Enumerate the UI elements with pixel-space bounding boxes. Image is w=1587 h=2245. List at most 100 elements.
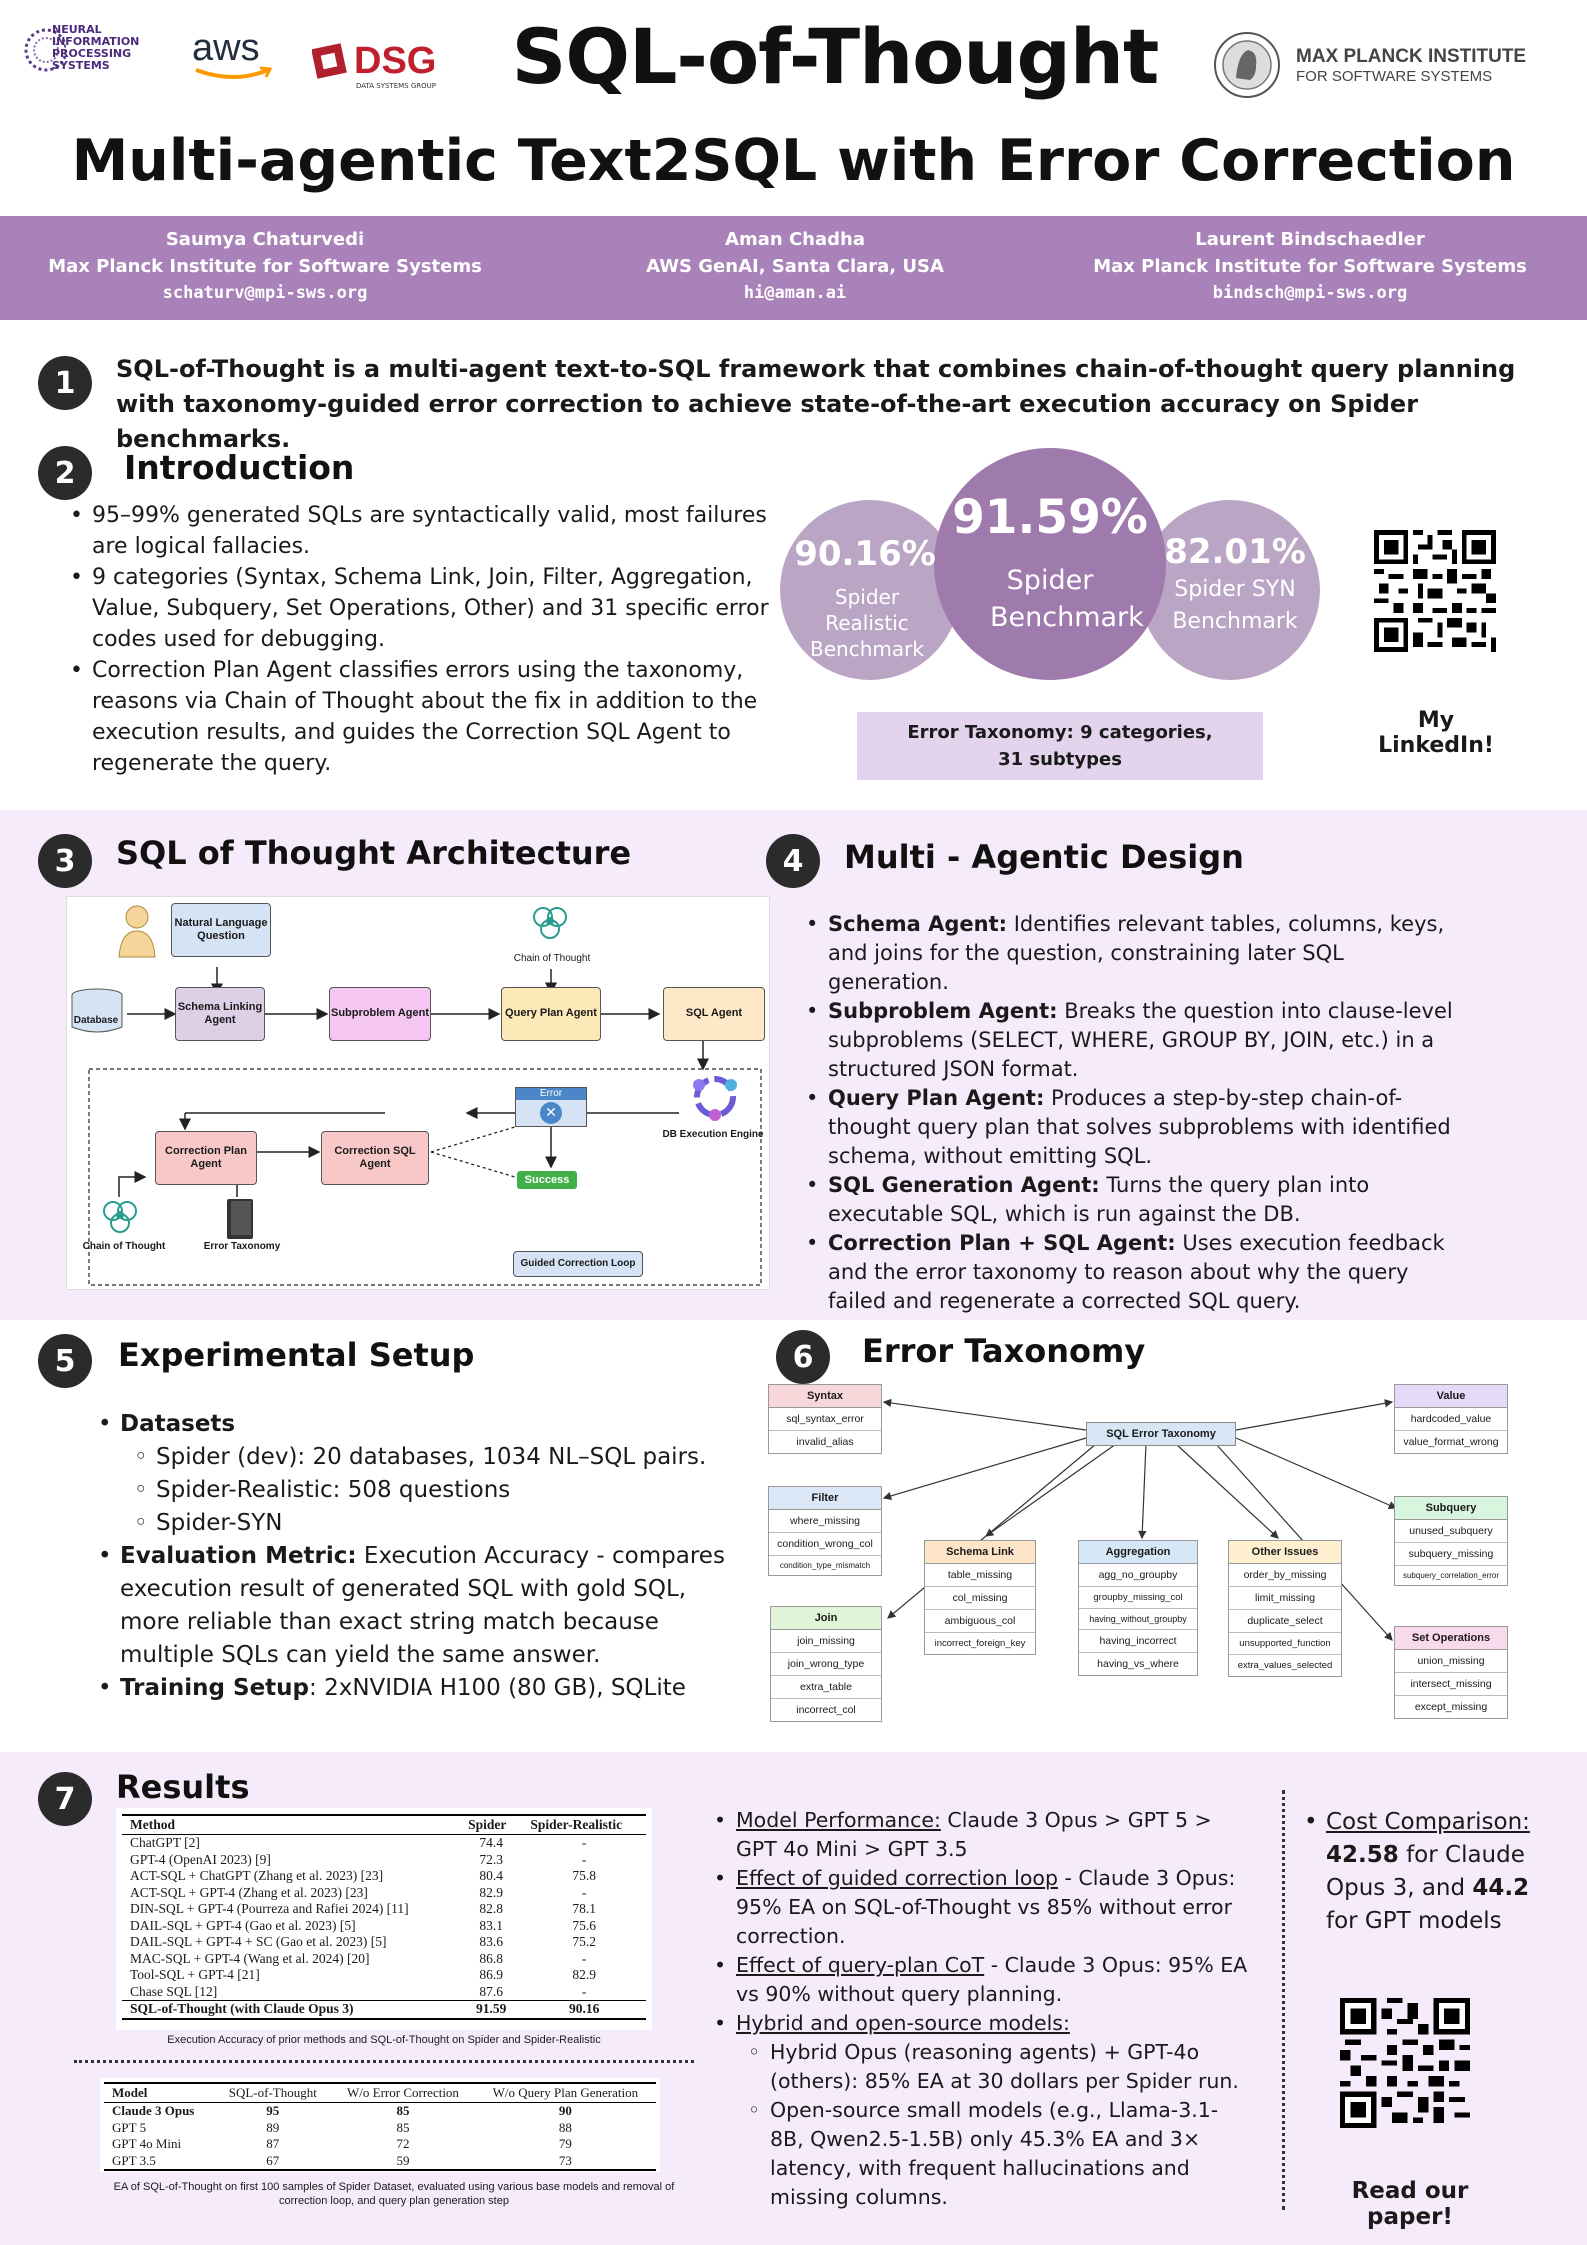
table-cell: 83.6 <box>479 1934 504 1949</box>
table-cell: GPT 5 <box>112 2119 147 2135</box>
subproblem-node: Subproblem Agent <box>329 987 431 1041</box>
error-code: unsupported_function <box>1229 1633 1341 1655</box>
author-affiliation: AWS GenAI, Santa Clara, USA <box>646 256 944 277</box>
section-3-number: 3 <box>38 834 92 888</box>
table-cell: Claude 3 Opus <box>112 2103 195 2118</box>
col-header: W/o Error Correction <box>331 2082 475 2103</box>
table-row: Chase SQL [12]87.6- <box>122 1984 646 2001</box>
error-code: having_vs_where <box>1097 1658 1179 1670</box>
user-icon <box>118 905 156 958</box>
cost-label: Cost Comparison: <box>1326 1809 1530 1835</box>
table-cell: 67 <box>214 2152 332 2171</box>
datasets-label: Datasets <box>120 1411 236 1437</box>
results-table-2: Model SQL-of-Thought W/o Error Correctio… <box>104 2082 656 2171</box>
author-email[interactable]: schaturv@mpi-sws.org <box>162 283 368 303</box>
schema-linking-node: Schema Linking Agent <box>175 987 265 1041</box>
error-code: condition_wrong_col <box>769 1533 881 1556</box>
finding-text: Claude 3 Opus > GPT 5 > GPT 4o Mini > GP… <box>736 1808 1212 1861</box>
linkedin-qr-code[interactable] <box>1374 530 1496 652</box>
nips-word: PROCESSING <box>52 47 132 60</box>
table-row: MAC-SQL + GPT-4 (Wang et al. 2024) [20]8… <box>122 1951 646 1968</box>
section-7-title: Results <box>116 1768 250 1806</box>
hybrid-list: Hybrid Opus (reasoning agents) + GPT-4o … <box>744 2038 1248 2212</box>
col-header: W/o Query Plan Generation <box>474 2082 656 2103</box>
linkedin-label: My LinkedIn! <box>1378 708 1494 758</box>
intro-bullet: 95–99% generated SQLs are syntactically … <box>64 500 774 562</box>
error-code: sql_syntax_error <box>769 1408 881 1431</box>
error-code: ambiguous_col <box>925 1610 1035 1633</box>
error-code: join_missing <box>771 1630 881 1653</box>
query-plan-node: Query Plan Agent <box>501 987 601 1041</box>
finding-item: Hybrid and open-source models: Hybrid Op… <box>708 2009 1248 2212</box>
taxonomy-summary-text: Error Taxonomy: 9 categories, 31 subtype… <box>907 722 1213 770</box>
table-cell: GPT-4 (OpenAI 2023) [9] <box>130 1851 271 1867</box>
summary-text: SQL-of-Thought is a multi-agent text-to-… <box>116 355 1516 453</box>
results-table-1: Method Spider Spider-Realistic ChatGPT [… <box>122 1814 646 2020</box>
category-header: Filter <box>769 1487 881 1510</box>
table-cell: - <box>581 1835 587 1850</box>
agent-item: Subproblem Agent: Breaks the question in… <box>800 997 1470 1084</box>
finding-label: Effect of guided correction loop <box>736 1866 1058 1890</box>
table-cell: 73 <box>474 2152 656 2171</box>
category-header: Subquery <box>1395 1497 1507 1520</box>
dsg-logo: DSG DATA SYSTEMS GROUP <box>312 40 452 92</box>
author-affiliation: Max Planck Institute for Software System… <box>1093 256 1527 277</box>
table-row: ChatGPT [2]74.4- <box>122 1835 646 1852</box>
table-cell: 87 <box>266 2136 280 2151</box>
error-code: subquery_missing <box>1395 1543 1507 1566</box>
dataset-item: Spider-Realistic: 508 questions <box>130 1474 742 1507</box>
agent-item: Query Plan Agent: Produces a step-by-ste… <box>800 1084 1470 1171</box>
cost-comparison: Cost Comparison: 42.58 for Claude Opus 3… <box>1298 1806 1558 1938</box>
finding-label: Model Performance: <box>736 1808 941 1832</box>
chain-of-thought-label-2: Chain of Thought <box>82 1241 166 1252</box>
metric-text: Execution Accuracy - compares execution … <box>120 1543 725 1668</box>
table-cell: GPT 4o Mini <box>112 2136 182 2151</box>
table-cell: - <box>581 1884 587 1900</box>
author-email[interactable]: bindsch@mpi-sws.org <box>1212 283 1408 303</box>
table-cell: DAIL-SQL + GPT-4 + SC (Gao et al. 2023) … <box>130 1934 387 1949</box>
setup-item: Training Setup: 2xNVIDIA H100 (80 GB), S… <box>92 1672 742 1705</box>
agent-desc: Identifies relevant tables, columns, key… <box>828 912 1445 994</box>
table-cell: 79 <box>558 2136 572 2151</box>
table-cell: 91.59 <box>460 2000 523 2020</box>
section-6-number: 6 <box>776 1330 830 1384</box>
category-header: Join <box>771 1607 881 1630</box>
table-cell: 75.2 <box>572 1934 596 1949</box>
taxonomy-aggregation: Aggregation agg_no_groupby groupby_missi… <box>1078 1540 1198 1676</box>
metric-label: Evaluation Metric: <box>120 1543 357 1569</box>
taxonomy-subquery: Subquery unused_subquery subquery_missin… <box>1394 1496 1508 1586</box>
cost-text: for Claude Opus 3, and <box>1326 1842 1525 1901</box>
dataset-list: Spider (dev): 20 databases, 1034 NL–SQL … <box>130 1441 742 1540</box>
chain-of-thought-label: Chain of Thought <box>513 953 591 964</box>
setup-list: Datasets Spider (dev): 20 databases, 103… <box>92 1408 742 1705</box>
taxonomy-diagram: SQL Error Taxonomy Syntax sql_syntax_err… <box>766 1380 1516 1750</box>
paper-qr-code[interactable] <box>1340 1998 1470 2128</box>
book-icon <box>227 1199 253 1239</box>
author-email[interactable]: hi@aman.ai <box>743 283 847 303</box>
author-1: Saumya Chaturvedi Max Planck Institute f… <box>40 226 490 307</box>
hybrid-item: Open-source small models (e.g., Llama-3.… <box>744 2096 1248 2212</box>
paper-label: Read our paper! <box>1351 2178 1469 2230</box>
agent-desc: Breaks the question into clause-level su… <box>828 999 1453 1081</box>
stat-spider-value: 91.59% <box>952 490 1148 545</box>
intro-list: 95–99% generated SQLs are syntactically … <box>64 500 774 779</box>
table-cell: ACT-SQL + ChatGPT (Zhang et al. 2023) [2… <box>130 1868 384 1883</box>
db-execution-engine-icon <box>693 1076 737 1121</box>
tables-divider <box>74 2060 694 2063</box>
taxonomy-root: SQL Error Taxonomy <box>1086 1422 1236 1446</box>
cost-value-gpt: 44.2 <box>1472 1875 1530 1901</box>
error-code: extra_values_selected <box>1237 1660 1333 1671</box>
taxonomy-schema-link: Schema Link table_missing col_missing am… <box>924 1540 1036 1655</box>
success-node: Success <box>517 1171 577 1189</box>
table-cell: DAIL-SQL + GPT-4 (Gao et al. 2023) [5] <box>130 1917 356 1933</box>
nips-word: NEURAL <box>52 23 102 36</box>
table-cell: 75.6 <box>572 1917 596 1933</box>
agent-item: SQL Generation Agent: Turns the query pl… <box>800 1171 1470 1229</box>
agent-name: Query Plan Agent: <box>828 1086 1045 1110</box>
table-cell: 72.3 <box>479 1851 504 1867</box>
poster-title: SQL-of-Thought <box>511 12 1160 101</box>
agent-name: Subproblem Agent: <box>828 999 1058 1023</box>
table-cell: Chase SQL [12] <box>130 1983 218 1999</box>
